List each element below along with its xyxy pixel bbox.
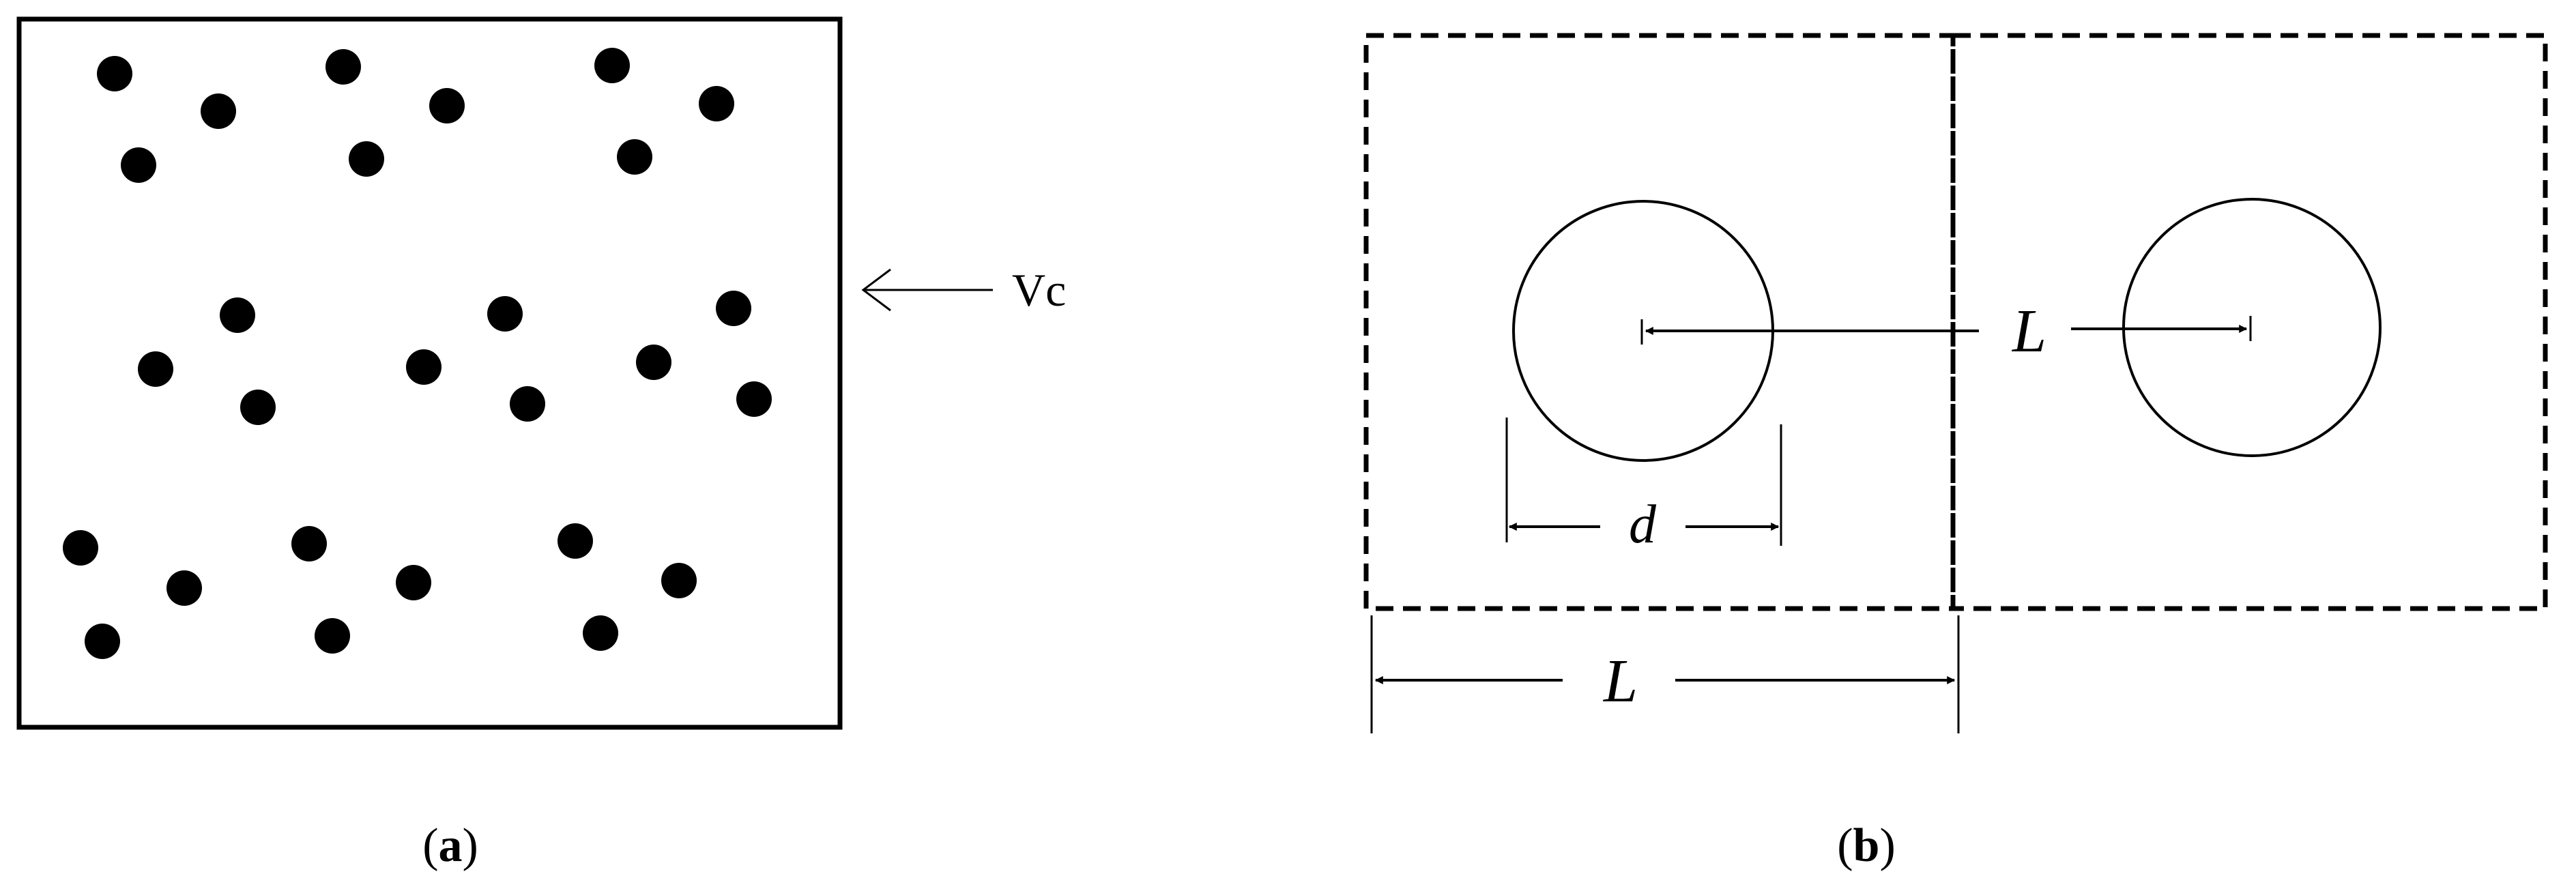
particle-dot <box>97 56 132 91</box>
particle-dot <box>406 349 442 385</box>
particle-dot <box>121 147 156 183</box>
particle-dot <box>617 139 652 175</box>
particle-dot <box>85 624 120 659</box>
particle-dot <box>487 296 523 332</box>
particle-dot <box>167 570 202 606</box>
panel-b: L d L (b) <box>1363 33 2548 872</box>
caption-b-letter: b <box>1853 819 1880 872</box>
particle-dot <box>315 618 350 654</box>
particle-dot <box>429 88 465 123</box>
caption-b-close: ) <box>1879 819 1895 872</box>
diameter-dimension <box>1505 418 1782 546</box>
particle-dot <box>349 141 384 177</box>
particle-dot <box>325 49 361 85</box>
particle-dot <box>583 615 618 651</box>
particle-dot <box>63 530 98 566</box>
particle-dot <box>510 386 545 422</box>
caption-a-open: ( <box>422 819 438 872</box>
particle-dot <box>558 523 593 559</box>
particle-dot <box>636 345 671 380</box>
particle-dot <box>138 351 173 387</box>
particle-dot <box>699 86 734 121</box>
caption-b: (b) <box>1837 819 1896 872</box>
particle-dot <box>594 48 630 83</box>
particle-dot <box>220 297 255 333</box>
particle-dot <box>661 563 697 598</box>
unit-cell-left <box>1363 33 1956 611</box>
caption-a-close: ) <box>463 819 478 872</box>
caption-a: (a) <box>422 819 478 872</box>
caption-a-letter: a <box>439 819 463 872</box>
particle-dot <box>716 291 751 326</box>
velocity-arrow <box>861 268 993 312</box>
particle-domain-box <box>16 16 843 730</box>
particle-dot <box>240 390 276 425</box>
particle-dot <box>396 565 431 600</box>
particle-dot <box>201 93 236 129</box>
cell-width-dimension <box>1370 615 1960 733</box>
diameter-label: d <box>1629 495 1657 555</box>
particle-dot <box>736 381 772 417</box>
center-spacing-dimension <box>1640 316 2252 345</box>
particle-cloud <box>63 48 772 659</box>
unit-cell-right <box>1950 33 2548 611</box>
spacing-label-bottom: L <box>1602 647 1638 715</box>
caption-b-open: ( <box>1837 819 1853 872</box>
velocity-label: Vc <box>1012 264 1066 316</box>
panel-a: Vc (a) <box>16 16 1066 872</box>
particle-dot <box>291 526 327 561</box>
spacing-label-top: L <box>2011 297 2046 365</box>
